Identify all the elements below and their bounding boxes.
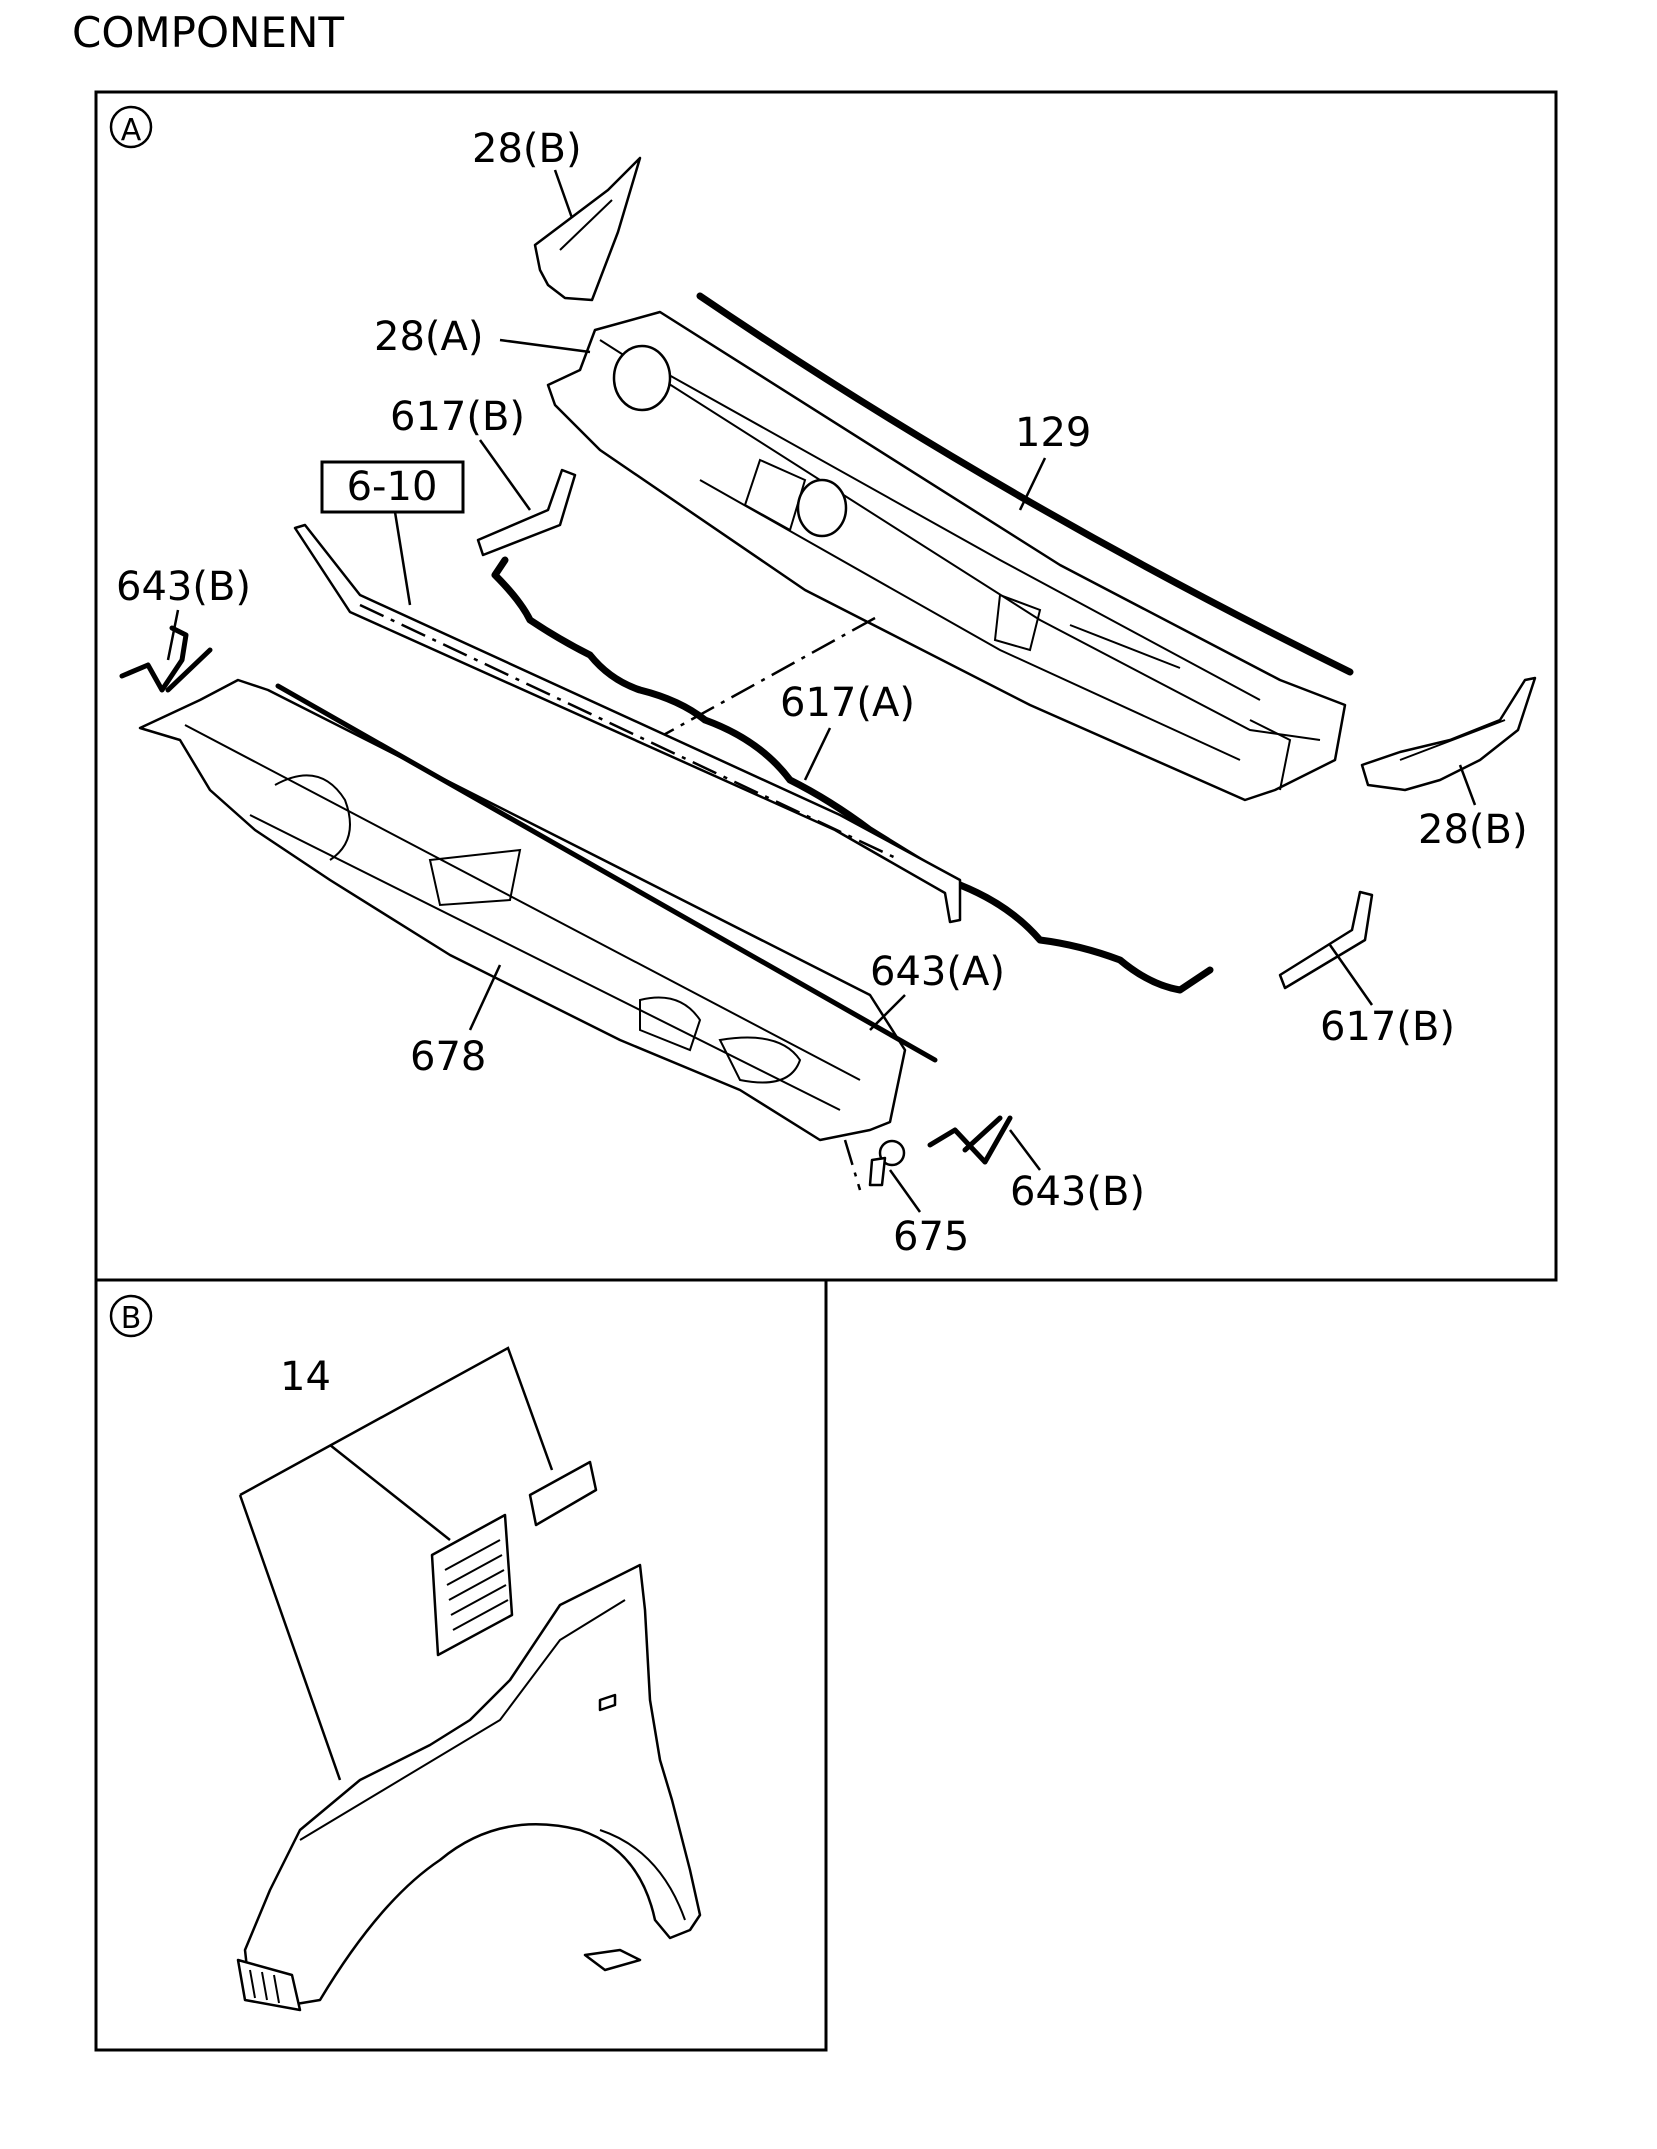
- label-grid-pattern: [444, 1539, 509, 1631]
- part-28b-top: [533, 156, 642, 302]
- label-643b-right: 643(B): [1010, 1169, 1145, 1215]
- label-617a: 617(A): [780, 680, 915, 726]
- panel-a-marker-circle: [109, 105, 153, 149]
- part-28a-cowl: [546, 310, 1347, 802]
- panel-b-marker-circle: [109, 1294, 153, 1338]
- label-643a: 643(A): [870, 949, 1005, 995]
- part-fender: [236, 1563, 702, 2012]
- part-643b-left: [119, 625, 213, 693]
- label-129: 129: [1015, 410, 1091, 456]
- part-675-clip: [843, 1139, 906, 1191]
- label-678: 678: [410, 1034, 486, 1080]
- part-14-label-grid: [430, 1513, 514, 1657]
- part-28b-right: [1360, 676, 1537, 792]
- label-643b-left: 643(B): [116, 564, 251, 610]
- ref-6-10-box: [320, 460, 465, 514]
- label-617b-right: 617(B): [1320, 1004, 1455, 1050]
- page-title: COMPONENT: [72, 8, 345, 57]
- part-617b-left: [476, 468, 577, 557]
- part-617a-hose: [491, 556, 1214, 994]
- part-643b-right: [927, 1115, 1013, 1165]
- panel-b-marker: B: [121, 1301, 142, 1336]
- panel-b: B 14: [94, 1278, 828, 2052]
- label-28a: 28(A): [374, 314, 483, 360]
- part-678-dash-panel: [138, 678, 907, 1142]
- part-14-label-small: [528, 1460, 598, 1527]
- part-seal-strip: [293, 523, 962, 924]
- label-14: 14: [280, 1354, 331, 1400]
- label-28b-right: 28(B): [1418, 807, 1528, 853]
- panel-a-marker: A: [121, 113, 142, 148]
- part-643a-seal: [275, 683, 938, 1063]
- label-675: 675: [893, 1214, 969, 1260]
- label-617b-left: 617(B): [390, 394, 525, 440]
- part-617b-right: [1278, 890, 1374, 990]
- part-129-seal: [696, 292, 1354, 676]
- label-6-10: 6-10: [347, 464, 438, 510]
- panel-b-frame: [94, 1278, 828, 2052]
- panel-a: A 28(B) 28(A) 129 617(B): [94, 90, 1558, 1282]
- label-28b-top: 28(B): [472, 126, 582, 172]
